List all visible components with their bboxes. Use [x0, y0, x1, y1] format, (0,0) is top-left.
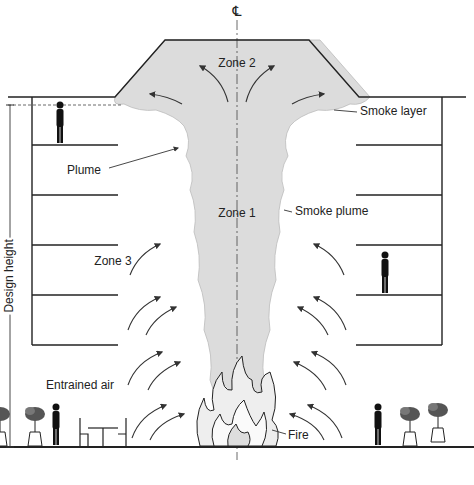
zone-label: Zone 2 — [218, 57, 255, 71]
smoke-layer-label: Smoke layer — [360, 105, 427, 119]
plume-label: Plume — [67, 164, 101, 178]
zone-label: Zone 3 — [94, 255, 131, 269]
centerline-symbol: ℄ — [231, 3, 244, 19]
zone-label: Zone 1 — [218, 207, 255, 221]
smoke-plume-label: Smoke plume — [295, 205, 368, 219]
fire-label: Fire — [288, 429, 309, 443]
dimension-label: Design height — [3, 237, 17, 314]
entrained-air-label: Entrained air — [46, 379, 114, 393]
